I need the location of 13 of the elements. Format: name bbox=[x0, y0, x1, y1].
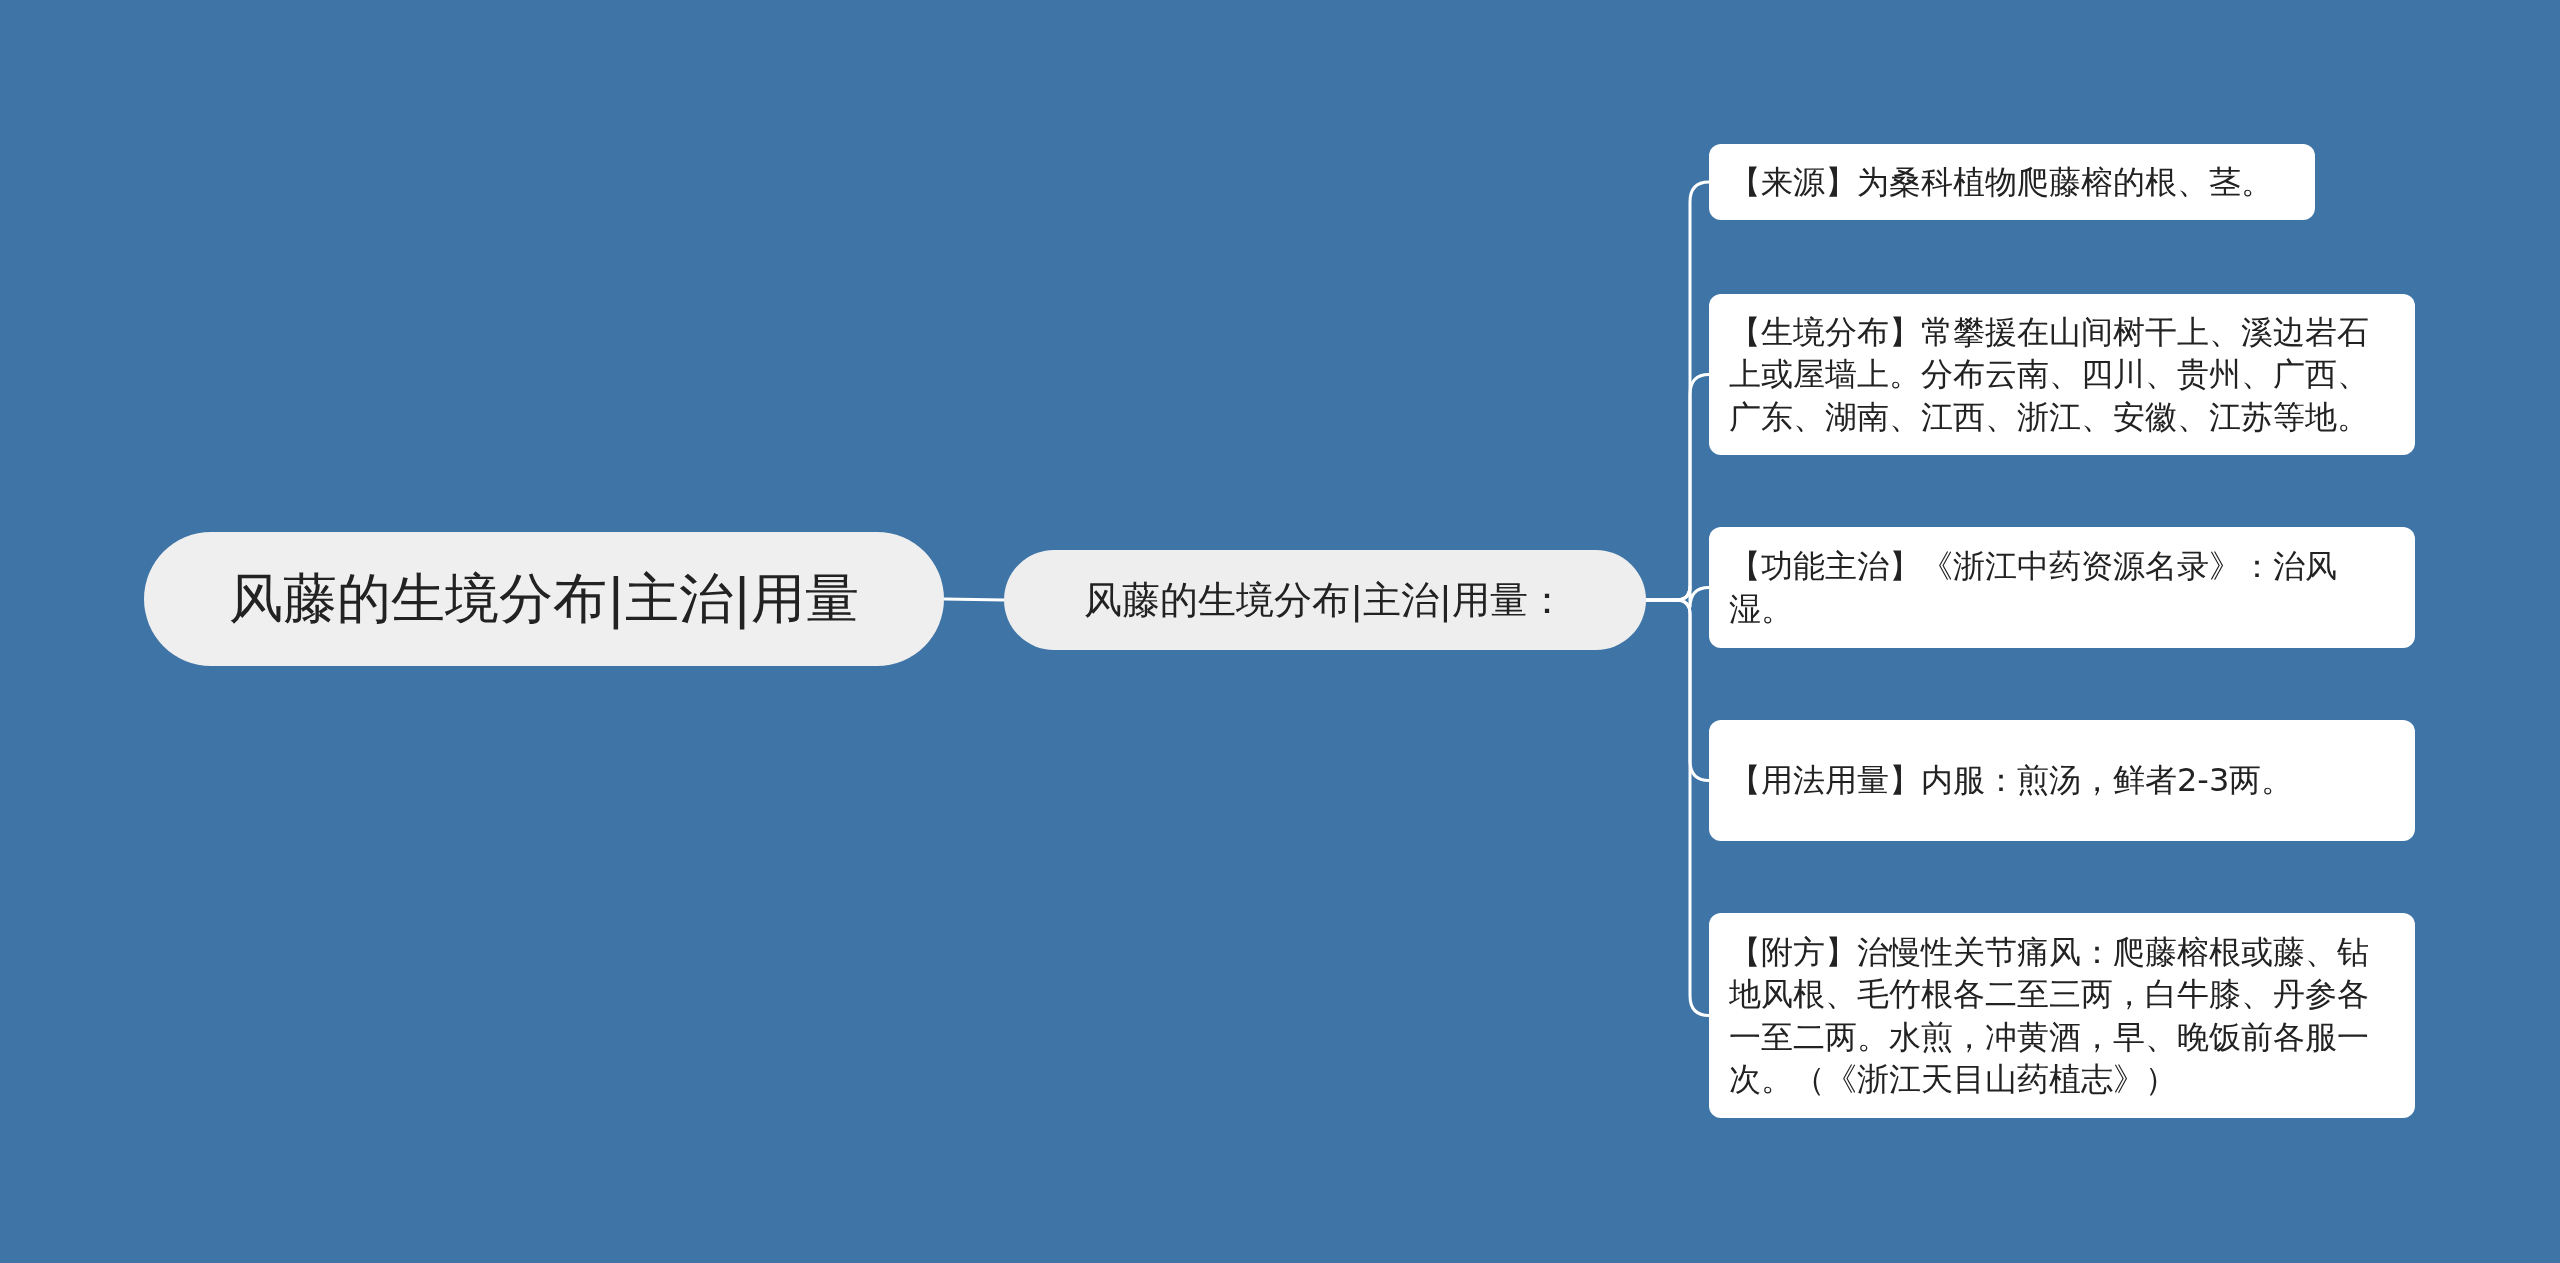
subtopic-box bbox=[1709, 913, 2415, 1118]
topic-text: 【附方】治慢性关节痛风：爬藤榕根或藤、钻地风根、毛竹根各二至三两，白牛膝、丹参各一至二两。水煎，冲黄酒，早、晚饭前各服一次。（《浙江天目山药植志》） bbox=[1729, 932, 2370, 1100]
topic-text: 风藤的生境分布|主治|用量 bbox=[228, 566, 860, 633]
topic-text: 【来源】为桑科植物爬藤榕的根、茎。 bbox=[1729, 161, 2273, 203]
topic-text: 【生境分布】常攀援在山间树干上、溪边岩石上或屋墙上。分布云南、四川、贵州、广西、广东、湖南、江西、浙江、安徽、江苏等地。 bbox=[1729, 312, 2370, 438]
connector-line bbox=[943, 597, 1005, 602]
subtopic-box bbox=[1709, 294, 2415, 455]
subtopic-box bbox=[1709, 720, 2415, 841]
topic-text: 【用法用量】内服：煎汤，鲜者2-3两。 bbox=[1729, 760, 2294, 802]
topic-text: 风藤的生境分布|主治|用量： bbox=[1084, 576, 1566, 625]
topic-text: 【功能主治】《浙江中药资源名录》：治风湿。 bbox=[1729, 546, 2338, 630]
subtopic-box bbox=[1709, 144, 2315, 220]
subtopic-box bbox=[1709, 527, 2415, 648]
